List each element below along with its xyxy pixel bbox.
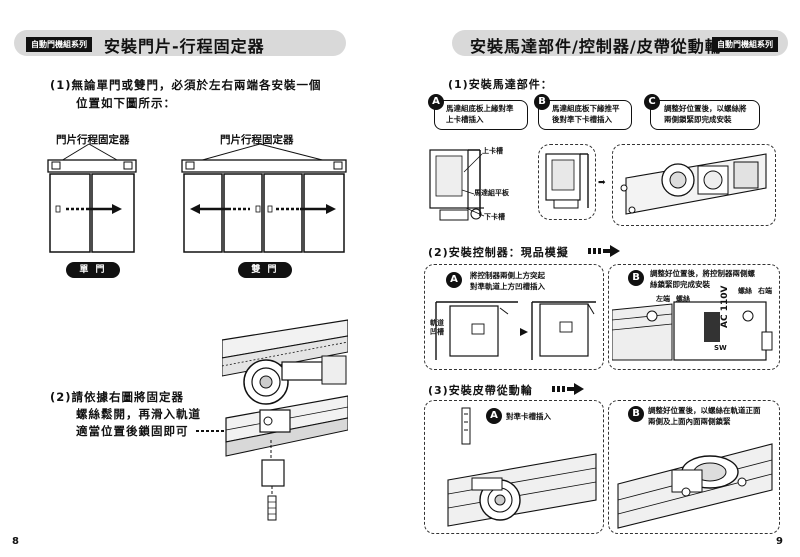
left-series-tag: 自動門機組系列 <box>26 37 92 52</box>
label-sw: SW <box>714 344 727 352</box>
single-door-diagram <box>47 143 137 253</box>
step-c1-badge: C <box>644 94 660 110</box>
double-door-badge: 雙 門 <box>238 262 292 278</box>
section1-title: (1)安裝馬達部件： <box>448 78 553 91</box>
label-single-door-stopper: 門片行程固定器 <box>56 134 130 146</box>
label-screw-right: 螺絲 <box>738 287 752 295</box>
step-a2-badge: A <box>446 272 462 288</box>
note1-b-bubble <box>538 100 632 130</box>
note1-a-line2: 上卡槽插入 <box>446 115 484 124</box>
right-series-tag: 自動門機組系列 <box>712 37 778 52</box>
note2-b-line1: 調整好位置後，將控制器兩側螺 <box>650 269 755 278</box>
right-page-number: 9 <box>776 536 783 547</box>
motor-step-b-drawing <box>545 153 589 209</box>
motor-step-b-frame <box>538 144 596 220</box>
left-page-number: 8 <box>12 536 19 547</box>
motor-step-c-frame <box>612 144 776 226</box>
double-door-diagram <box>181 143 347 253</box>
section2-arrow-icon <box>588 245 620 257</box>
note3-a: 對準卡槽插入 <box>506 412 551 421</box>
note2-b-line2: 絲鎖緊即完成安裝 <box>650 280 710 289</box>
left-step1-line2: 位置如下圖所示： <box>76 96 176 110</box>
left-step2-line1: (2)請依據右圖將固定器 <box>50 390 185 404</box>
step-a1-badge: A <box>428 94 444 110</box>
left-step2-line2: 螺絲鬆開，再滑入軌道 <box>76 407 201 421</box>
label-double-door-stopper: 門片行程固定器 <box>220 134 294 146</box>
note1-a-bubble <box>434 100 528 130</box>
note1-b-line1: 馬達組底板下緣推平 <box>552 104 620 113</box>
stopper-track-illustration <box>222 319 348 521</box>
label-track-groove-2: 凹槽 <box>430 328 444 336</box>
label-ac-voltage: AC 110V <box>720 285 730 328</box>
controller-mounted-drawing <box>612 301 773 361</box>
note1-c-line2: 兩側鎖緊即完成安裝 <box>664 115 732 124</box>
next-step-arrow-icon: ➡ <box>598 178 606 188</box>
section3-arrow-icon <box>552 383 584 395</box>
note3-b-line1: 調整好位置後，以螺絲在軌道正面 <box>648 406 761 415</box>
label-motor-plate: 馬達組平板 <box>474 189 509 197</box>
pulley-mounted-drawing <box>617 443 773 529</box>
note3-b-line2: 兩側及上面內面兩側鎖緊 <box>648 417 731 426</box>
label-right-end: 右端 <box>758 287 772 295</box>
leader-lines <box>462 153 485 217</box>
controller-step-b-frame <box>608 264 780 370</box>
step-b3-badge: B <box>628 406 644 422</box>
left-step1-line1: (1)無論單門或雙門，必須於左右兩端各安裝一個 <box>50 78 322 92</box>
left-page-title: 安裝門片-行程固定器 <box>104 37 265 56</box>
section3-title: (3)安裝皮帶從動輪 <box>428 384 533 397</box>
note1-c-line1: 調整好位置後，以螺絲將 <box>664 104 747 113</box>
note1-c-bubble <box>650 100 760 130</box>
right-page-title: 安裝馬達部件/控制器/皮帶從動輪 <box>470 37 722 56</box>
note1-a-line1: 馬達組底板上緣對準 <box>446 104 514 113</box>
motor-assembly-drawing <box>620 153 767 215</box>
label-lower-slot: 下卡槽 <box>484 213 505 221</box>
note1-b-line2: 後對準下卡槽插入 <box>552 115 612 124</box>
step-b1-badge: B <box>534 94 550 110</box>
section2-title: (2)安裝控制器：現品模擬 <box>428 246 569 259</box>
label-screw-left: 螺絲 <box>676 295 690 303</box>
step-a3-badge: A <box>486 408 502 424</box>
single-door-badge: 單 門 <box>66 262 120 278</box>
note2-a-line2: 對準軌道上方凹槽插入 <box>470 282 545 291</box>
note2-a-line1: 將控制器兩側上方突起 <box>470 271 545 280</box>
pulley-step-a-frame <box>424 400 604 534</box>
label-upper-slot: 上卡槽 <box>482 147 503 155</box>
label-track-groove-1: 軌道 <box>430 319 444 327</box>
motor-plate-side-view <box>429 149 484 221</box>
left-step2-line3: 適當位置後鎖固即可 <box>76 424 189 438</box>
pulley-insert-drawing <box>447 407 597 527</box>
step-b2-badge: B <box>628 270 644 286</box>
pulley-step-b-frame <box>608 400 780 534</box>
controller-step-a-frame <box>424 264 604 370</box>
controller-insert-drawing <box>435 301 596 360</box>
label-left-end: 左端 <box>656 295 670 303</box>
